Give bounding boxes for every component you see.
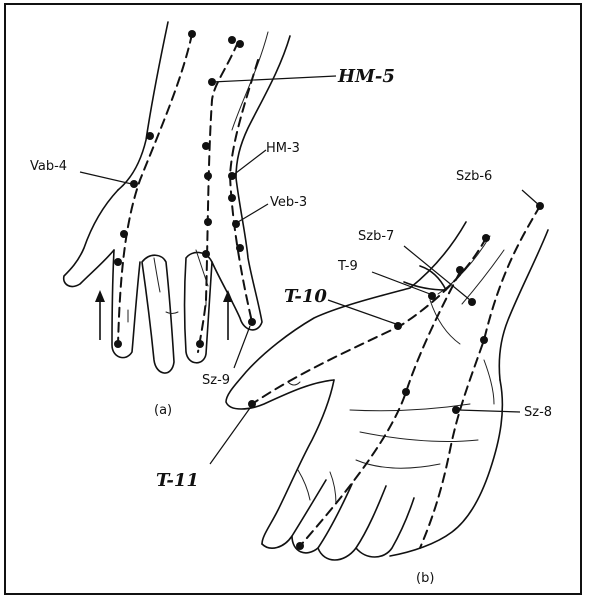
- acupoint-a-6: [204, 172, 212, 180]
- hand-b-finger-4: [356, 498, 414, 557]
- acupoint-b-2: [456, 266, 464, 274]
- arrow-up-left-icon: [95, 290, 105, 302]
- hand-b-forearm-line-2: [462, 250, 504, 304]
- hand-a-little-finger: [212, 178, 262, 330]
- acupoint-a-13: [114, 340, 122, 348]
- leader-t11: [210, 408, 250, 464]
- hand-b-finger-3: [318, 486, 386, 560]
- acupoint-a-14: [196, 340, 204, 348]
- hand-b-finger-line-1: [298, 470, 310, 500]
- leader-veb3: [238, 204, 268, 222]
- hand-a-forearm-left: [118, 22, 168, 190]
- acupoint-a-10: [114, 258, 122, 266]
- hand-b-heel-line: [484, 360, 494, 404]
- hand-a-middle-finger: [142, 255, 174, 373]
- acupoint-b-t11: [248, 400, 256, 408]
- hand-b-crease-1: [350, 404, 470, 411]
- label-sz9: Sz-9: [202, 373, 230, 388]
- label-t11: T-11: [156, 470, 199, 491]
- hand-b-thumb-mark: [288, 382, 300, 385]
- acupoint-a-4: [146, 132, 154, 140]
- leader-sz8: [458, 410, 520, 412]
- hand-b-wrist-crease: [430, 300, 460, 344]
- hand-a-nail-mark: [166, 312, 178, 314]
- label-szb6: Szb-6: [456, 169, 492, 184]
- arrow-up-right-icon: [223, 290, 233, 302]
- label-veb3: Veb-3: [270, 195, 307, 210]
- acupoint-b-5: [296, 542, 304, 550]
- leader-t10: [328, 300, 396, 324]
- hand-b-finger-1: [262, 480, 326, 548]
- hand-b-forearm-upper: [226, 222, 466, 409]
- acupoint-a-8: [204, 218, 212, 226]
- hand-a-meridian-vab: [118, 34, 192, 345]
- leader-szb6: [522, 190, 540, 206]
- acupoint-b-1: [482, 234, 490, 242]
- caption-a: (a): [154, 403, 172, 418]
- acupoint-a-5: [202, 142, 210, 150]
- acupoint-a-7: [228, 194, 236, 202]
- acupoint-a-1: [188, 30, 196, 38]
- hand-a-direction-arrows: [95, 290, 233, 340]
- acupoint-a-11: [236, 244, 244, 252]
- hand-b-crease-2: [360, 432, 478, 442]
- label-t10: T-10: [284, 286, 327, 307]
- leader-vab4: [80, 172, 132, 184]
- label-vab4: Vab-4: [30, 159, 67, 174]
- leader-sz9: [234, 326, 250, 368]
- hand-a: Vab-4 HM-5 HM-3 Veb-3 Sz-9 (a): [30, 22, 395, 418]
- acupoint-a-sz9: [248, 318, 256, 326]
- hand-b-finger-line-2: [330, 472, 336, 504]
- acupoint-b-3: [480, 336, 488, 344]
- label-t9: T-9: [337, 259, 358, 274]
- hand-a-back-left: [64, 190, 118, 286]
- hand-b-meridian-t: [252, 238, 486, 404]
- label-hm3: HM-3: [266, 141, 300, 156]
- label-szb7: Szb-7: [358, 229, 394, 244]
- acupoint-a-9: [120, 230, 128, 238]
- caption-b: (b): [416, 571, 434, 586]
- acupoint-a-2: [228, 36, 236, 44]
- hand-b-forearm-lower: [499, 230, 548, 380]
- acupoint-b-4: [402, 388, 410, 396]
- hand-a-knuckle-line-2: [154, 258, 160, 292]
- label-sz8: Sz-8: [524, 405, 552, 420]
- acupoint-a-3: [236, 40, 244, 48]
- label-hm5: HM-5: [337, 66, 395, 87]
- acupoint-a-12: [202, 250, 210, 258]
